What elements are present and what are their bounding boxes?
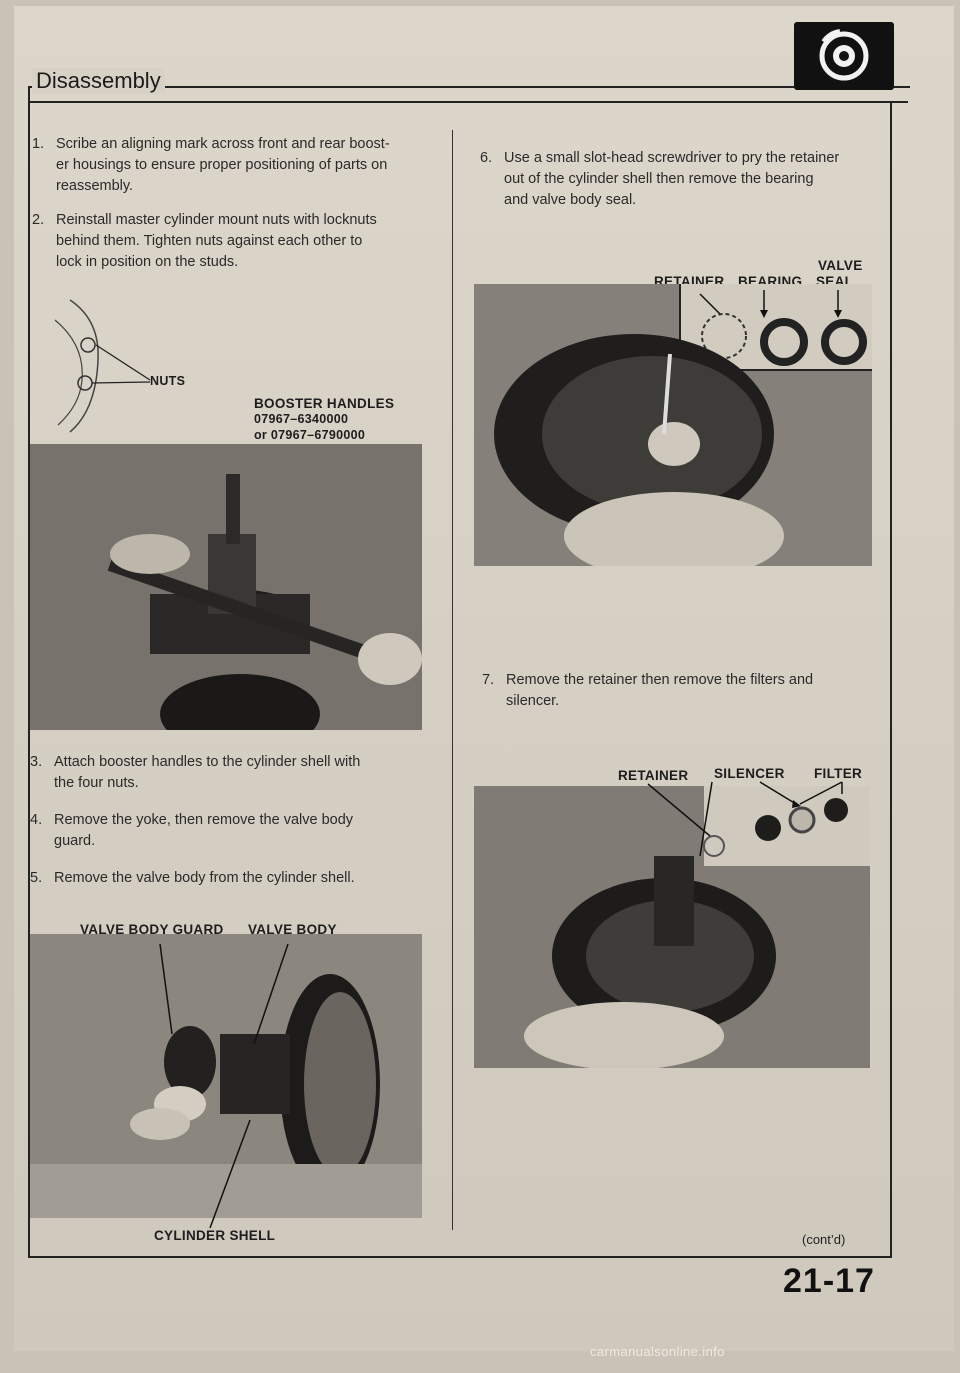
step-line: Reinstall master cylinder mount nuts wit… — [56, 212, 377, 228]
step-1: 1. Scribe an aligning mark across front … — [32, 134, 436, 197]
step-6: 6. Use a small slot-head screwdriver to … — [480, 148, 874, 211]
step-line: the four nuts. — [54, 775, 139, 791]
step-number: 6. — [480, 150, 493, 166]
step-line: lock in position on the studs. — [56, 254, 239, 270]
frame-right-rule — [890, 101, 892, 1257]
page-number: 21-17 — [783, 1262, 875, 1300]
label-cylinder-shell: CYLINDER SHELL — [154, 1228, 276, 1243]
column-divider — [452, 130, 453, 1230]
step-5: 5. Remove the valve body from the cylind… — [30, 868, 434, 889]
step-number: 2. — [32, 212, 45, 228]
step-line: reassembly. — [56, 178, 134, 194]
step-line: out of the cylinder shell then remove th… — [504, 171, 814, 187]
booster-handles-photo — [30, 444, 422, 730]
label-filter: FILTER — [814, 766, 863, 781]
step-line: Remove the valve body from the cylinder … — [54, 870, 355, 886]
step-line: er housings to ensure proper positioning… — [56, 157, 388, 173]
step-line: behind them. Tighten nuts against each o… — [56, 233, 363, 249]
step-number: 7. — [482, 672, 495, 688]
label-nuts: NUTS — [150, 374, 186, 388]
step-4: 4. Remove the yoke, then remove the valv… — [30, 810, 434, 852]
step-line: silencer. — [506, 693, 560, 709]
retainer-silencer-filter-photo — [474, 786, 870, 1068]
step-line: Attach booster handles to the cylinder s… — [54, 754, 361, 770]
label-valve-body-guard: VALVE BODY GUARD — [80, 922, 224, 937]
label-retainer-fig4: RETAINER — [618, 768, 689, 783]
step-line: guard. — [54, 833, 96, 849]
label-valve-body: VALVE BODY — [248, 922, 337, 937]
step-line: and valve body seal. — [504, 192, 637, 208]
label-part-number-1: 07967–6340000 — [254, 412, 349, 426]
step-line: Remove the yoke, then remove the valve b… — [54, 812, 354, 828]
step-3: 3. Attach booster handles to the cylinde… — [30, 752, 434, 794]
frame-left-rule — [28, 86, 30, 1258]
frame-top-rule-inner — [30, 101, 908, 103]
step-2: 2. Reinstall master cylinder mount nuts … — [32, 210, 436, 273]
continued-note: (cont’d) — [802, 1232, 846, 1247]
step-line: Use a small slot-head screwdriver to pry… — [504, 150, 840, 166]
step-number: 3. — [30, 754, 43, 770]
step-number: 1. — [32, 136, 45, 152]
watermark: carmanualsonline.info — [590, 1344, 725, 1359]
section-title: Disassembly — [32, 68, 165, 94]
step-line: Remove the retainer then remove the filt… — [506, 672, 814, 688]
label-silencer: SILENCER — [714, 766, 785, 781]
label-valve: VALVE — [818, 258, 863, 273]
valve-body-photo — [30, 934, 422, 1218]
label-booster-handles: BOOSTER HANDLES — [254, 396, 395, 411]
step-number: 5. — [30, 870, 43, 886]
step-7: 7. Remove the retainer then remove the f… — [482, 670, 876, 712]
step-number: 4. — [30, 812, 43, 828]
frame-bottom-rule — [28, 1256, 892, 1258]
frame-top-rule — [30, 86, 910, 88]
label-part-number-2: or 07967–6790000 — [254, 428, 366, 442]
step-line: Scribe an aligning mark across front and… — [56, 136, 390, 152]
brake-disc-icon — [794, 22, 894, 90]
retainer-bearing-seal-photo — [474, 284, 872, 566]
